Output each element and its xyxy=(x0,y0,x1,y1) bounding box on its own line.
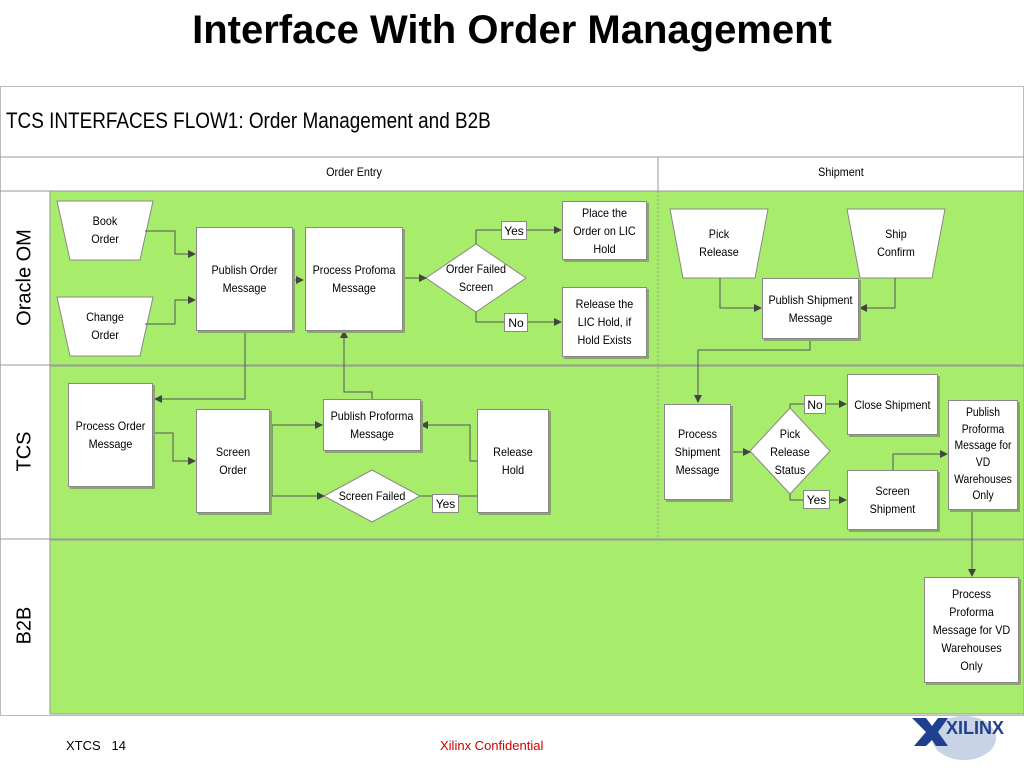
edge-failed-yes xyxy=(475,226,562,244)
close-shipment-node: Close Shipment xyxy=(847,374,938,435)
lane-b2b xyxy=(49,539,1024,715)
place-order-lic-hold-node: Place the Order on LIC Hold xyxy=(562,201,647,260)
edge-screen-to-proforma xyxy=(270,421,323,462)
logo-swoosh xyxy=(932,716,996,760)
book-order-label: Book Order xyxy=(91,214,119,246)
screen-failed-label: Screen Failed xyxy=(338,489,406,503)
edge-book-to-publish xyxy=(145,230,196,258)
edge-screen-shipment-to-publish-vd xyxy=(892,450,948,470)
column-header-order-entry: Order Entry xyxy=(326,165,382,179)
book-order-shape xyxy=(56,200,154,261)
edge-label-no-lic: No xyxy=(504,313,528,332)
process-shipment-message-node: Process Shipment Message xyxy=(664,404,731,500)
change-order-label: Change Order xyxy=(86,310,124,342)
edge-publish-shipment-to-process xyxy=(694,339,811,403)
publish-order-message-node: Publish Order Message xyxy=(196,227,293,331)
publish-proforma-vd-node: Publish Proforma Message for VD Warehous… xyxy=(948,400,1018,510)
edge-release-to-proforma xyxy=(420,421,477,462)
pick-release-shape xyxy=(669,208,769,279)
pick-release-status-label: Pick Release Status xyxy=(770,427,810,477)
edge-pick-to-publish-shipment xyxy=(719,278,762,312)
edge-label-yes-status: Yes xyxy=(803,490,830,509)
xilinx-logo: XILINX xyxy=(908,704,1018,762)
release-lic-hold-node: Release the LIC Hold, if Hold Exists xyxy=(562,287,647,357)
screen-order-node: Screen Order xyxy=(196,409,270,513)
lane-label-tcs: TCS xyxy=(13,431,36,472)
ship-confirm-shape xyxy=(846,208,946,279)
order-failed-screen-label: Order Failed Screen xyxy=(445,262,507,294)
screen-failed-shape xyxy=(322,469,422,523)
screen-shipment-node: Screen Shipment xyxy=(847,470,938,530)
flow-title: TCS INTERFACES FLOW1: Order Management a… xyxy=(6,108,491,133)
edge-failed-no xyxy=(475,312,562,326)
process-profoma-message-node: Process Profoma Message xyxy=(305,227,403,331)
publish-proforma-message-node: Publish Proforma Message xyxy=(323,399,421,451)
edge-change-to-publish xyxy=(145,296,196,325)
release-hold-node: Release Hold xyxy=(477,409,549,513)
footer-confidential: Xilinx Confidential xyxy=(440,738,544,753)
publish-shipment-message-node: Publish Shipment Message xyxy=(762,278,859,339)
slide-title: Interface With Order Management xyxy=(192,8,832,52)
edge-process-to-screen xyxy=(153,432,196,465)
footer-page-info: XTCS 14 xyxy=(66,738,126,753)
logo-x-mark xyxy=(912,718,948,746)
edge-ship-to-publish-shipment xyxy=(859,278,896,312)
logo-wordmark: XILINX xyxy=(946,718,1004,738)
process-proforma-vd-node: Process Proforma Message for VD Warehous… xyxy=(924,577,1019,683)
edge-status-no xyxy=(789,400,847,408)
pick-release-label: Pick Release xyxy=(699,227,739,259)
edge-label-no-status: No xyxy=(804,395,826,414)
lane-label-oracle-om: Oracle OM xyxy=(13,229,36,326)
edge-screen-to-failed xyxy=(271,461,325,500)
process-order-message-node: Process Order Message xyxy=(68,383,153,487)
change-order-shape xyxy=(56,296,154,357)
column-header-shipment: Shipment xyxy=(818,165,864,179)
edge-proforma-to-profoma xyxy=(340,330,373,399)
ship-confirm-label: Ship Confirm xyxy=(877,227,915,259)
edge-label-yes-lic: Yes xyxy=(501,221,527,240)
edge-label-yes-screen: Yes xyxy=(432,494,459,513)
lane-label-b2b: B2B xyxy=(13,606,36,645)
edge-publish-to-process-order xyxy=(154,331,246,403)
